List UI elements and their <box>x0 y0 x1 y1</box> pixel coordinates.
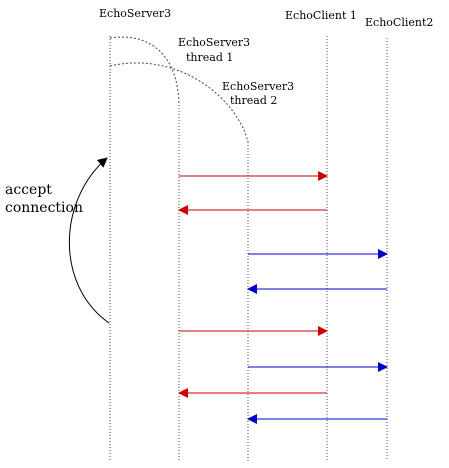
spawn-thread1-arc <box>109 36 180 106</box>
client2-label: EchoClient2 <box>365 16 433 29</box>
accept-label-line1: accept <box>5 182 52 198</box>
server-label: EchoServer3 <box>99 7 171 20</box>
accept-connection-arrow <box>69 157 110 324</box>
accept-label-line2: connection <box>5 200 83 216</box>
thread2-label-line1: EchoServer3 <box>222 80 294 93</box>
thread1-label-line2: thread 1 <box>186 51 233 64</box>
spawn-thread2-arc <box>109 62 249 143</box>
client1-label: EchoClient 1 <box>285 9 357 22</box>
thread2-label-line2: thread 2 <box>230 94 277 107</box>
thread1-label-line1: EchoServer3 <box>178 36 250 49</box>
